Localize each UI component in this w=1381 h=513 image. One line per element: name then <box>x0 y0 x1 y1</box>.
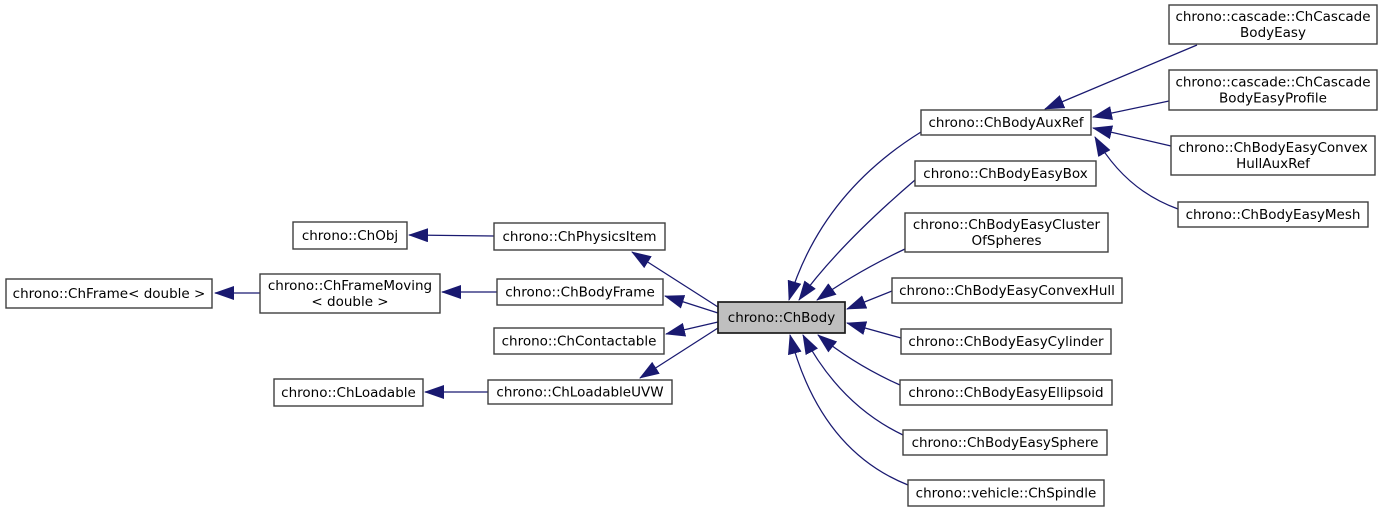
node-label: chrono::ChLoadable <box>281 385 416 401</box>
node-ch-body-easy-cylinder[interactable]: chrono::ChBodyEasyCylinder <box>900 328 1112 355</box>
node-box <box>1168 4 1378 45</box>
node-ch-loadable-uvw[interactable]: chrono::ChLoadableUVW <box>487 379 673 405</box>
node-label: chrono::ChBodyFrame <box>505 285 655 301</box>
node-label: chrono::ChBodyEasyConvexHull <box>899 283 1115 299</box>
edge-ch-body-easy-box-to-ch-body <box>798 179 916 301</box>
edge-ch-body-to-ch-body-frame <box>664 295 719 314</box>
node-box <box>5 278 213 309</box>
node-ch-body: chrono::ChBody <box>717 301 846 334</box>
edge-ch-body-to-ch-loadable-uvw <box>639 327 719 379</box>
node-box <box>900 328 1112 355</box>
node-label: chrono::ChFrame< double > <box>13 286 206 302</box>
edge-ch-physics-item-to-ch-obj <box>408 228 495 243</box>
node-box <box>493 327 665 355</box>
edge-ch-body-easy-cylinder-to-ch-body <box>846 321 902 339</box>
node-ch-contactable[interactable]: chrono::ChContactable <box>493 327 665 355</box>
node-ch-cascade-body-easy-profile[interactable]: chrono::cascade::ChCascadeBodyEasyProfil… <box>1168 69 1378 111</box>
edge-ch-cascade-body-easy-to-ch-body-aux-ref <box>1044 44 1198 110</box>
node-label: chrono::cascade::ChCascade <box>1175 9 1370 25</box>
node-box <box>1170 135 1376 176</box>
node-label: chrono::ChBodyEasyConvex <box>1178 140 1368 156</box>
node-box <box>899 379 1113 406</box>
edge-ch-body-easy-convex-hull-to-ch-body <box>846 290 893 310</box>
node-ch-body-frame[interactable]: chrono::ChBodyFrame <box>496 278 664 306</box>
node-box <box>496 278 664 306</box>
edge-ch-body-easy-sphere-to-ch-body <box>802 334 904 436</box>
node-label: chrono::ChBody <box>728 310 835 326</box>
node-box <box>891 277 1123 304</box>
node-label: chrono::ChBodyEasyEllipsoid <box>908 385 1103 401</box>
node-box <box>1177 201 1369 228</box>
node-ch-body-easy-convex-hull[interactable]: chrono::ChBodyEasyConvexHull <box>891 277 1123 304</box>
node-box <box>1168 69 1378 111</box>
node-label: chrono::ChObj <box>302 228 398 244</box>
node-label: chrono::ChContactable <box>502 334 657 350</box>
node-ch-physics-item[interactable]: chrono::ChPhysicsItem <box>493 222 666 251</box>
edge-ch-body-easy-ellipsoid-to-ch-body <box>817 334 901 386</box>
node-box <box>292 221 408 250</box>
node-box <box>902 429 1108 456</box>
node-label: chrono::ChPhysicsItem <box>502 229 656 245</box>
node-box <box>259 273 441 314</box>
edge-ch-vehicle-ch-spindle-to-ch-body <box>788 334 909 486</box>
node-label: BodyEasyProfile <box>1219 91 1327 107</box>
edge-ch-body-easy-cluster-of-spheres-to-ch-body <box>816 248 906 301</box>
node-label: chrono::ChFrameMoving <box>268 278 432 294</box>
node-label: chrono::vehicle::ChSpindle <box>916 486 1097 502</box>
node-box <box>487 379 673 405</box>
node-box <box>914 160 1097 187</box>
edge-ch-body-easy-mesh-to-ch-body-aux-ref <box>1094 136 1179 210</box>
node-box <box>904 212 1109 253</box>
node-box <box>920 109 1092 136</box>
node-label: OfSpheres <box>972 233 1042 249</box>
edge-ch-body-aux-ref-to-ch-body <box>787 131 922 301</box>
node-ch-loadable[interactable]: chrono::ChLoadable <box>273 378 424 407</box>
node-label: chrono::cascade::ChCascade <box>1175 75 1370 91</box>
node-ch-vehicle-ch-spindle[interactable]: chrono::vehicle::ChSpindle <box>907 479 1105 507</box>
node-box <box>907 479 1105 507</box>
node-label: chrono::ChBodyEasyBox <box>923 166 1087 182</box>
edge-ch-body-easy-convex-hull-aux-ref-to-ch-body-aux-ref <box>1092 125 1172 147</box>
edge-ch-cascade-body-easy-profile-to-ch-body-aux-ref <box>1092 100 1170 120</box>
node-label: BodyEasy <box>1240 25 1306 41</box>
node-label: HullAuxRef <box>1236 156 1311 172</box>
node-ch-body-easy-sphere[interactable]: chrono::ChBodyEasySphere <box>902 429 1108 456</box>
node-ch-body-easy-box[interactable]: chrono::ChBodyEasyBox <box>914 160 1097 187</box>
node-label: chrono::ChBodyEasyCylinder <box>908 334 1104 350</box>
node-ch-frame-moving[interactable]: chrono::ChFrameMoving< double > <box>259 273 441 314</box>
node-label: < double > <box>311 294 388 310</box>
node-label: chrono::ChBodyEasySphere <box>912 435 1099 451</box>
node-box <box>493 222 666 251</box>
node-label: chrono::ChLoadableUVW <box>496 385 663 401</box>
node-label: chrono::ChBodyAuxRef <box>928 115 1084 131</box>
node-ch-body-easy-ellipsoid[interactable]: chrono::ChBodyEasyEllipsoid <box>899 379 1113 406</box>
node-label: chrono::ChBodyEasyMesh <box>1186 207 1361 223</box>
node-ch-body-aux-ref[interactable]: chrono::ChBodyAuxRef <box>920 109 1092 136</box>
node-label: chrono::ChBodyEasyCluster <box>913 217 1101 233</box>
node-box <box>273 378 424 407</box>
edge-ch-body-to-ch-physics-item <box>631 251 719 308</box>
edge-ch-body-to-ch-contactable <box>665 321 719 337</box>
node-ch-frame[interactable]: chrono::ChFrame< double > <box>5 278 213 309</box>
node-box <box>717 301 846 334</box>
node-ch-obj[interactable]: chrono::ChObj <box>292 221 408 250</box>
node-ch-body-easy-mesh[interactable]: chrono::ChBodyEasyMesh <box>1177 201 1369 228</box>
